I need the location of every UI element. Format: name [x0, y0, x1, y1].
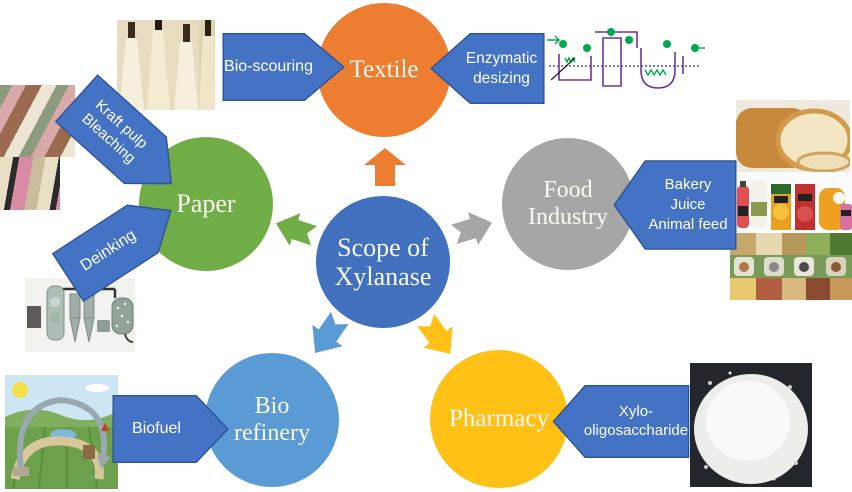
bread-image	[736, 100, 850, 172]
callout-kraft-pulp-bleaching: Kraft pulp Bleaching	[54, 74, 193, 209]
node-food-line2: Industry	[528, 204, 608, 230]
arrow-to-textile	[363, 148, 407, 186]
xylo-line2: oligosaccharide	[583, 421, 689, 439]
xylo-powder-image	[690, 363, 812, 487]
arrow-to-biorefinery	[300, 307, 355, 363]
arrow-to-pharmacy	[411, 309, 465, 364]
callout-bakery-juice-animal-feed: Bakery Juice Animal feed	[613, 160, 737, 250]
desizing-machine-image	[545, 18, 705, 106]
node-textile: Textile	[317, 3, 451, 137]
callout-biofuel: Biofuel	[112, 395, 229, 463]
deinking-label: Deinking	[77, 226, 140, 275]
biofuel-label: Biofuel	[132, 420, 181, 437]
node-paper-label: Paper	[176, 189, 236, 219]
juice-products-image	[733, 172, 852, 232]
node-bioref-line1: Bio	[254, 393, 290, 420]
node-food-line1: Food	[543, 177, 593, 204]
node-food-industry: Food Industry	[502, 138, 634, 270]
enzymatic-line2: desizing	[473, 69, 530, 87]
biofuel-cycle-image	[5, 375, 118, 489]
node-bio-refinery: Bio refinery	[205, 353, 339, 487]
bakery-line1: Bakery	[664, 175, 712, 193]
arrow-to-paper	[271, 207, 320, 253]
center-line2: Xylanase	[334, 262, 432, 291]
node-scope-of-xylanase: Scope of Xylanase	[316, 196, 450, 328]
animal-feed-image	[730, 233, 852, 300]
node-pharmacy: Pharmacy	[430, 350, 568, 488]
paper-rolls-bottom	[0, 157, 60, 210]
paper-rolls-image	[0, 85, 75, 210]
pulp-machinery-image	[25, 278, 135, 352]
node-textile-label: Textile	[349, 56, 419, 83]
callout-deinking: Deinking	[51, 186, 187, 303]
bio-scouring-label: Bio-scouring	[224, 58, 313, 75]
yarn-spools-image	[117, 20, 215, 110]
enzymatic-line1: Enzymatic	[465, 50, 538, 68]
callout-enzymatic-desizing: Enzymatic desizing	[430, 33, 545, 104]
node-pharmacy-label: Pharmacy	[449, 405, 549, 432]
callout-xylo-oligosaccharide: Xylo- oligosaccharide	[552, 385, 690, 458]
node-bioref-line2: refinery	[234, 420, 310, 446]
xylo-line1: Xylo-	[618, 402, 654, 420]
bakery-line3: Animal feed	[648, 216, 728, 234]
bakery-line2: Juice	[670, 195, 706, 213]
arrow-to-food-industry	[449, 206, 497, 251]
center-line1: Scope of	[337, 232, 429, 262]
callout-bio-scouring: Bio-scouring	[222, 33, 345, 101]
